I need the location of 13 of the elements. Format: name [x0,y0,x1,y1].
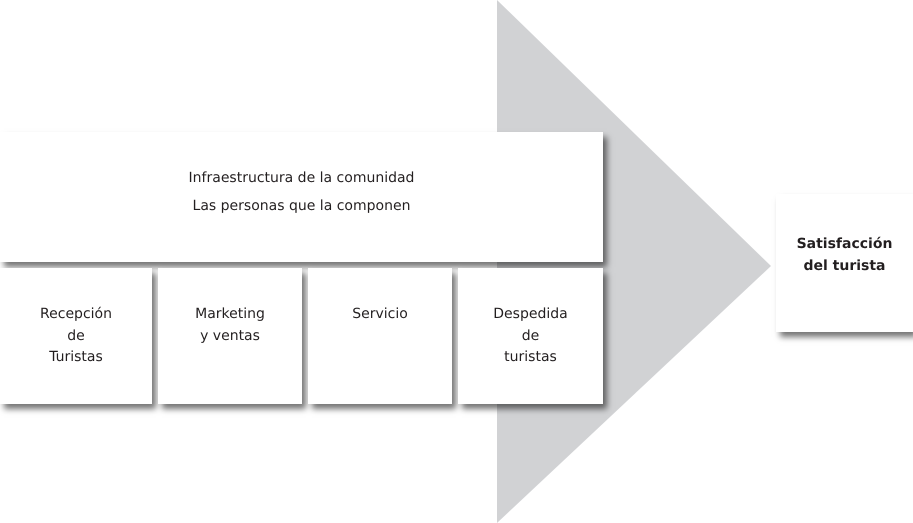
process-box [458,268,603,404]
box-text: Las personas que la componen [192,197,410,216]
process-box [308,268,452,404]
box-text: Recepción de Turistas [40,305,112,368]
box-text: Marketing y ventas [195,305,265,346]
infrastructure-box [0,132,603,262]
outcome-box [776,194,913,332]
box-text: Satisfacción del turista [796,235,892,276]
box-text: Infraestructura de la comunidad [188,169,414,188]
process-box [0,268,152,404]
box-text: Despedida de turistas [493,305,568,368]
box-text: Servicio [352,305,408,324]
process-box [158,268,302,404]
